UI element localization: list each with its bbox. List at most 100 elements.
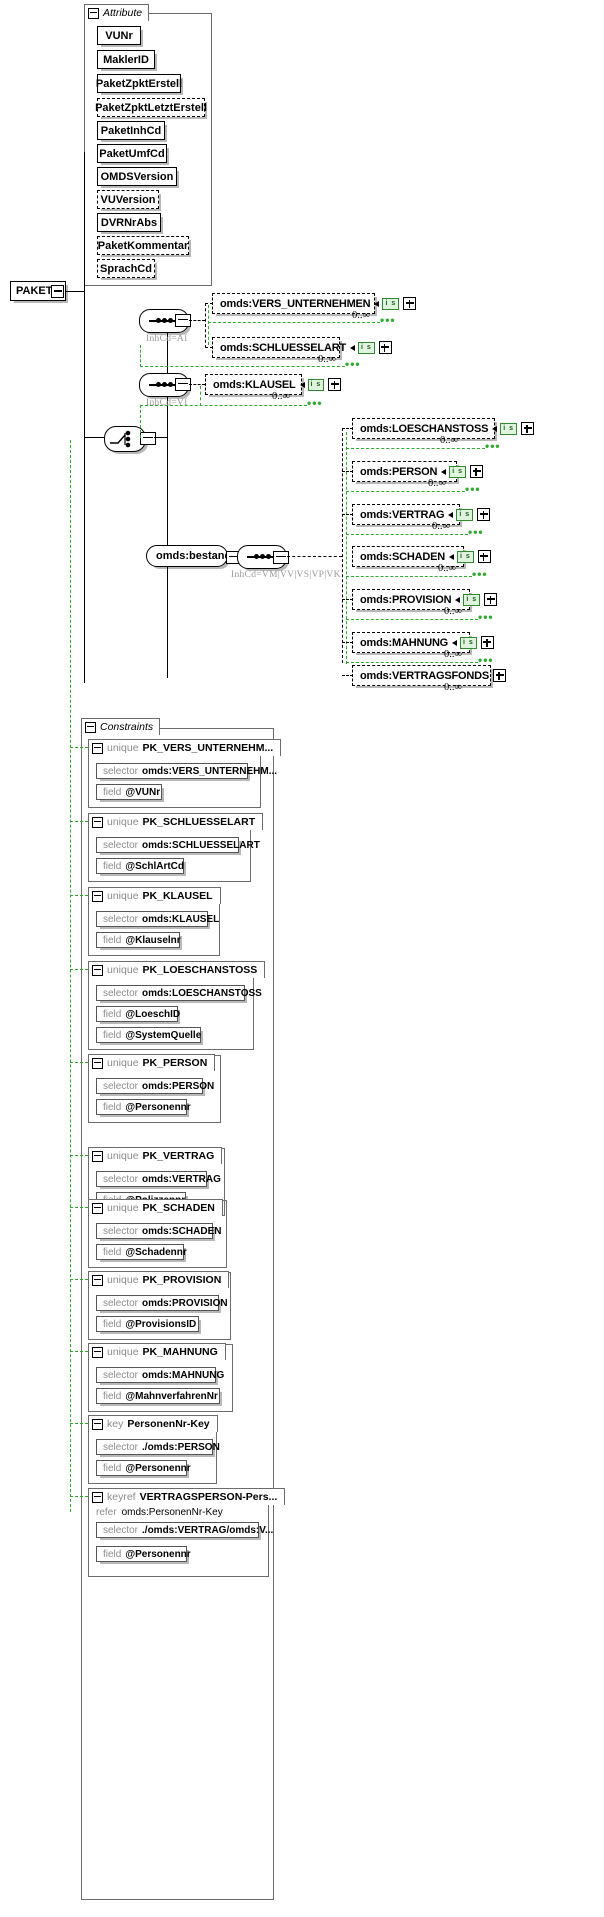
constraint-tab-9[interactable]: unique PK_MAHNUNG	[88, 1343, 226, 1360]
attribute-sprachcd[interactable]: SprachCd	[97, 259, 155, 278]
constraint-selector-11[interactable]: selector ./omds:VERTRAG/omds:V...	[96, 1522, 273, 1538]
constraint-tab-7[interactable]: unique PK_SCHADEN	[88, 1199, 223, 1216]
constraint-selector-1[interactable]: selector omds:VERS_UNTERNEHM...	[96, 763, 277, 779]
expand-icon[interactable]	[477, 508, 491, 521]
constraint-tab-10[interactable]: key PersonenNr-Key	[88, 1415, 218, 1432]
element-ref-schaden[interactable]: omds:SCHADEN i s	[352, 546, 491, 567]
expand-icon[interactable]	[521, 422, 535, 435]
green-ai-2	[140, 366, 345, 367]
element-ref-klausel[interactable]: omds:KLAUSEL i s	[205, 374, 342, 395]
attribute-group-tab[interactable]: Attribute	[84, 4, 150, 21]
constraint-selector-6[interactable]: selector omds:VERTRAG	[96, 1171, 221, 1187]
element-ref-schluesselart[interactable]: omds:SCHLUESSELART i s	[212, 337, 392, 358]
expand-icon[interactable]	[328, 378, 342, 391]
attribute-paketinhcd[interactable]: PaketInhCd	[97, 121, 165, 140]
attribute-vunr[interactable]: VUNr	[97, 26, 141, 45]
constraint-tab-1[interactable]: unique PK_VERS_UNTERNEHM...	[88, 739, 282, 756]
root-collapse-icon[interactable]	[51, 285, 64, 298]
constraints-group-tab[interactable]: Constraints	[81, 718, 161, 735]
constraint-selector-10[interactable]: selector ./omds:PERSON	[96, 1439, 220, 1455]
constraint-field-8-0[interactable]: field @ProvisionsID	[96, 1316, 199, 1332]
constraint-tab-11[interactable]: keyref VERTRAGSPERSON-Pers...	[88, 1488, 286, 1505]
attribute-dvrnrabs[interactable]: DVRNrAbs	[97, 213, 161, 232]
element-omds-bestand[interactable]: omds:bestand	[146, 545, 231, 567]
sequence-ai-collapse-icon[interactable]	[175, 314, 191, 327]
constraint-selector-4[interactable]: selector omds:LOESCHANSTOSS	[96, 985, 262, 1001]
collapse-icon[interactable]	[88, 7, 99, 19]
attribute-paketumfcd[interactable]: PaketUmfCd	[97, 144, 167, 163]
attribute-maklerid[interactable]: MaklerID	[97, 50, 155, 69]
expand-icon[interactable]	[480, 636, 494, 649]
constraint-field-7-0[interactable]: field @Schadennr	[96, 1244, 187, 1260]
constraint-selector-3[interactable]: selector omds:KLAUSEL	[96, 911, 219, 927]
constraint-tab-2[interactable]: unique PK_SCHLUESSELART	[88, 813, 264, 830]
constraint-tab-4[interactable]: unique PK_LOESCHANSTOSS	[88, 961, 266, 978]
constraint-field-4-0[interactable]: field @LoeschID	[96, 1006, 180, 1022]
element-ref-label: omds:PERSON	[360, 465, 438, 478]
collapse-icon[interactable]	[92, 1346, 103, 1358]
constraint-tab-8[interactable]: unique PK_PROVISION	[88, 1271, 230, 1288]
attribute-paketzpktletzterstell[interactable]: PaketZpktLetztErstell	[95, 98, 207, 117]
constraint-field-11-0[interactable]: field @Personennr	[96, 1546, 191, 1562]
constraint-field-1-0[interactable]: field @VUNr	[96, 784, 162, 800]
green-vi-v	[200, 386, 201, 406]
collapse-icon[interactable]	[92, 1274, 103, 1286]
selector-value: omds:SCHADEN	[142, 1225, 222, 1237]
expand-icon[interactable]	[378, 341, 392, 354]
selector-label: selector	[103, 1080, 139, 1092]
constraint-field-2-0[interactable]: field @SchlArtCd	[96, 858, 184, 874]
collapse-icon[interactable]	[85, 721, 96, 733]
choice-collapse-icon[interactable]	[140, 432, 156, 445]
constraint-selector-2[interactable]: selector omds:SCHLUESSELART	[96, 837, 260, 853]
expand-icon[interactable]	[403, 297, 417, 310]
element-ref-vertragsfonds[interactable]: omds:VERTRAGSFONDS	[352, 665, 507, 686]
collapse-icon[interactable]	[92, 1491, 103, 1503]
attribute-omdsversion[interactable]: OMDSVersion	[97, 167, 177, 186]
constraint-field-5-0[interactable]: field @Personennr	[96, 1099, 191, 1115]
constraint-field-10-0[interactable]: field @Personennr	[96, 1460, 191, 1476]
sequence-bestand-collapse-icon[interactable]	[273, 551, 289, 564]
constraint-field-3-0[interactable]: field @Klauselnr	[96, 932, 181, 948]
selector-value: ./omds:VERTRAG/omds:V...	[142, 1524, 274, 1536]
expand-icon[interactable]	[484, 593, 498, 606]
attribute-paketkommentar[interactable]: PaketKommentar	[97, 236, 189, 255]
constraint-selector-7[interactable]: selector omds:SCHADEN	[96, 1223, 221, 1239]
element-ref-loeschanstoss[interactable]: omds:LOESCHANSTOSS i s	[352, 418, 535, 439]
collapse-icon[interactable]	[92, 1202, 103, 1214]
element-ref-vers-unternehmen[interactable]: omds:VERS_UNTERNEHMEN i s	[212, 293, 417, 314]
expand-icon[interactable]	[493, 669, 507, 682]
constraint-name: PK_LOESCHANSTOSS	[142, 964, 258, 976]
collapse-icon[interactable]	[92, 742, 103, 754]
element-ref-vertrag[interactable]: omds:VERTRAG i s	[352, 504, 491, 525]
sequence-compositor-bestand[interactable]	[237, 545, 287, 569]
expand-icon[interactable]	[477, 550, 491, 563]
element-ref-mahnung[interactable]: omds:MAHNUNG i s	[352, 632, 494, 653]
element-ref-provision[interactable]: omds:PROVISION i s	[352, 589, 498, 610]
selector-label: selector	[103, 987, 139, 999]
collapse-icon[interactable]	[92, 816, 103, 828]
constraint-selector-5[interactable]: selector omds:PERSON	[96, 1078, 214, 1094]
expand-icon[interactable]	[470, 465, 484, 478]
constraint-selector-9[interactable]: selector omds:MAHNUNG	[96, 1367, 224, 1383]
collapse-icon[interactable]	[92, 1150, 103, 1162]
sequence-compositor-vi[interactable]	[139, 373, 189, 397]
constraint-kind: keyref	[107, 1491, 136, 1503]
collapse-icon[interactable]	[92, 1057, 103, 1069]
field-value: @VUNr	[125, 786, 161, 798]
constraint-tab-3[interactable]: unique PK_KLAUSEL	[88, 887, 221, 904]
occurs-vertrag: 0..∞	[432, 521, 450, 532]
constraint-field-9-0[interactable]: field @MahnverfahrenNr	[96, 1388, 220, 1404]
attribute-paketzpkterstell[interactable]: PaketZpktErstell	[96, 74, 182, 93]
element-ref-person[interactable]: omds:PERSON i s	[352, 461, 484, 482]
collapse-icon[interactable]	[92, 964, 103, 976]
attribute-vuversion[interactable]: VUVersion	[97, 190, 159, 209]
constraint-tab-6[interactable]: unique PK_VERTRAG	[88, 1147, 223, 1164]
constraint-tab-5[interactable]: unique PK_PERSON	[88, 1054, 216, 1071]
choice-compositor[interactable]	[104, 426, 146, 452]
green-ai-1	[208, 322, 380, 323]
refer-label: refer	[96, 1507, 117, 1518]
collapse-icon[interactable]	[92, 1418, 103, 1430]
constraint-selector-8[interactable]: selector omds:PROVISION	[96, 1295, 228, 1311]
constraint-field-4-1[interactable]: field @SystemQuelle	[96, 1027, 201, 1043]
collapse-icon[interactable]	[92, 890, 103, 902]
